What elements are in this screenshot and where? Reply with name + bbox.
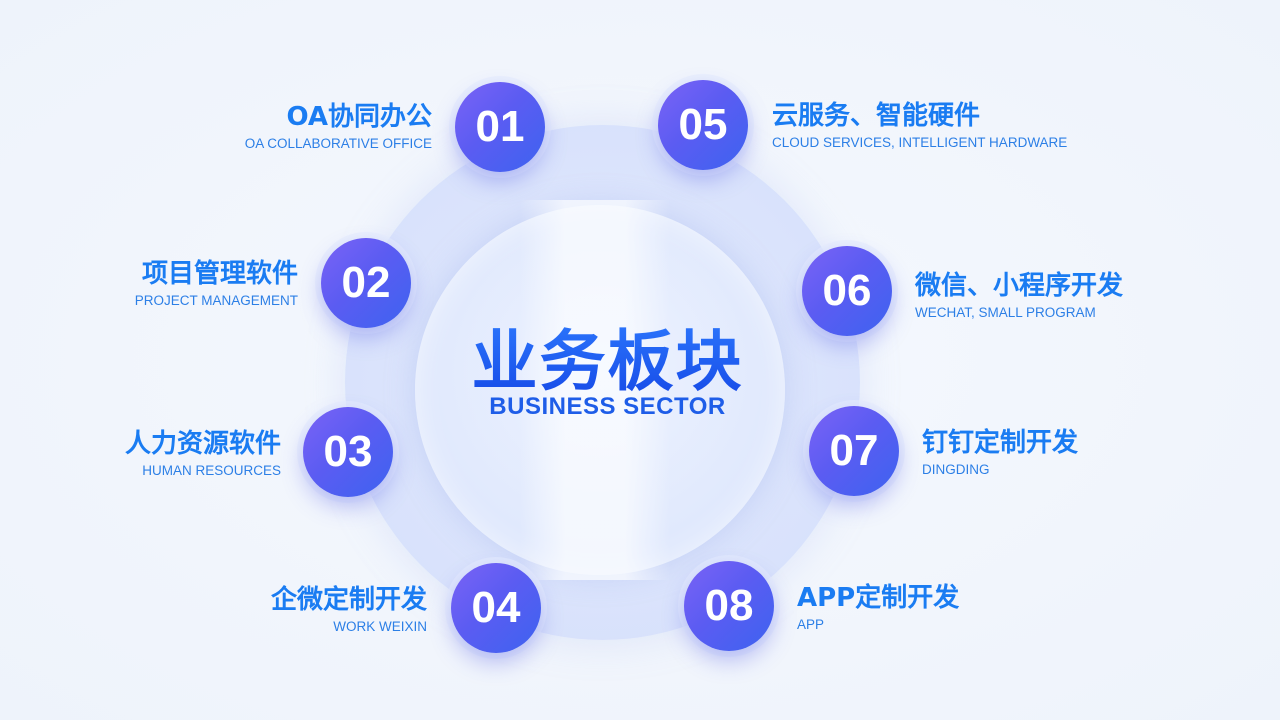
label-project-management: 项目管理软件 PROJECT MANAGEMENT (135, 258, 298, 310)
label-work-weixin: 企微定制开发 WORK WEIXIN (271, 584, 427, 636)
node-number: 01 (475, 102, 525, 151)
label-dingding: 钉钉定制开发 DINGDING (922, 427, 1078, 479)
label-subtitle: CLOUD SERVICES, INTELLIGENT HARDWARE (772, 135, 1068, 150)
node-number: 04 (471, 583, 521, 632)
center-title: 业务板块 (415, 308, 800, 404)
label-title: 项目管理软件 (141, 259, 298, 289)
label-subtitle: APP (797, 617, 825, 632)
node-02: 02 (321, 238, 411, 328)
glass-highlight (520, 200, 670, 580)
node-04: 04 (451, 563, 541, 653)
label-cloud-services: 云服务、智能硬件 CLOUD SERVICES, INTELLIGENT HAR… (772, 100, 1067, 152)
label-wechat: 微信、小程序开发 WECHAT, SMALL PROGRAM (915, 270, 1123, 322)
label-title: OA协同办公 (286, 102, 432, 132)
label-app: APP定制开发 APP (797, 582, 959, 634)
node-08: 08 (684, 561, 774, 651)
label-title: 钉钉定制开发 (922, 428, 1079, 458)
label-subtitle: WORK WEIXIN (333, 619, 427, 634)
label-subtitle: DINGDING (922, 462, 990, 477)
label-title: 企微定制开发 (270, 585, 427, 615)
node-number: 06 (822, 266, 872, 315)
label-subtitle: PROJECT MANAGEMENT (134, 293, 298, 308)
label-subtitle: OA COLLABORATIVE OFFICE (244, 136, 432, 151)
label-human-resources: 人力资源软件 HUMAN RESOURCES (125, 428, 281, 480)
center-subtitle: BUSINESS SECTOR (489, 393, 726, 420)
node-number: 07 (829, 426, 879, 475)
node-03: 03 (303, 407, 393, 497)
label-title: 微信、小程序开发 (915, 271, 1124, 301)
label-title: APP定制开发 (797, 583, 960, 613)
node-number: 02 (341, 258, 391, 307)
node-number: 05 (678, 100, 728, 149)
label-title: 人力资源软件 (124, 429, 281, 459)
label-oa-office: OA协同办公 OA COLLABORATIVE OFFICE (245, 101, 432, 153)
node-06: 06 (802, 246, 892, 336)
node-01: 01 (455, 82, 545, 172)
label-subtitle: HUMAN RESOURCES (142, 463, 281, 478)
node-07: 07 (809, 406, 899, 496)
node-05: 05 (658, 80, 748, 170)
node-number: 08 (704, 581, 754, 630)
node-number: 03 (323, 427, 373, 476)
label-title: 云服务、智能硬件 (772, 101, 981, 131)
label-subtitle: WECHAT, SMALL PROGRAM (915, 305, 1096, 320)
